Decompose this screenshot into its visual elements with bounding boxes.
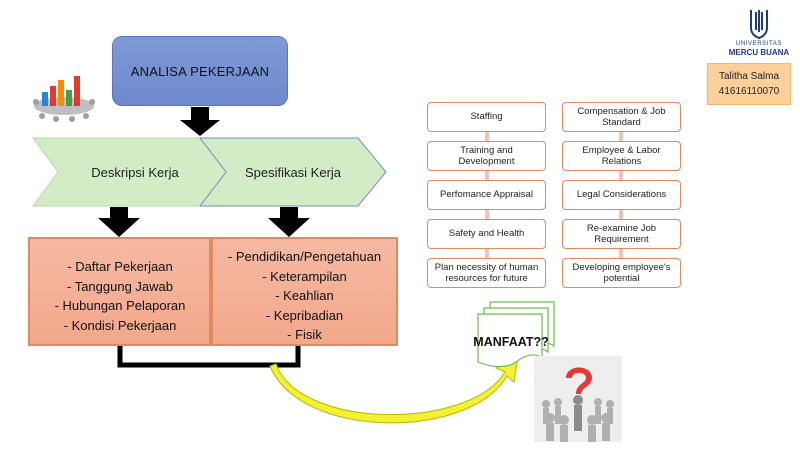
chevron-spesifikasi-label: Spesifikasi Kerja	[244, 164, 342, 180]
deskripsi-detail-box	[28, 237, 211, 346]
mercu-buana-logo-icon	[750, 10, 768, 40]
meeting-chart-clipart	[33, 76, 95, 122]
benefit-employee-relations: Employee & Labor Relations	[562, 141, 681, 171]
benefit-performance: Perfomance Appraisal	[427, 180, 546, 210]
list-item: - Hubungan Pelaporan	[54, 298, 186, 313]
list-item: - Tanggung Jawab	[66, 278, 173, 294]
manfaat-label: MANFAAT??	[473, 335, 549, 349]
list-item: - Keterampilan	[262, 268, 347, 284]
author-card: Talitha Salma 41616110070	[707, 63, 791, 105]
analisa-pekerjaan-label: ANALISA PEKERJAAN	[130, 63, 270, 79]
benefit-plan: Plan necessity of human resources for fu…	[427, 258, 546, 288]
author-id: 41616110070	[718, 86, 780, 97]
benefit-compensation: Compensation & Job Standard	[562, 102, 681, 132]
list-item: - Daftar Pekerjaan	[67, 259, 173, 274]
benefit-safety: Safety and Health	[427, 219, 546, 249]
spesifikasi-detail-box	[211, 237, 398, 346]
list-item: - Kepribadian	[265, 307, 344, 323]
benefit-legal: Legal Considerations	[562, 180, 681, 210]
deskripsi-items: - Daftar Pekerjaan - Tanggung Jawab - Hu…	[30, 257, 210, 335]
analisa-pekerjaan-box: ANALISA PEKERJAAN	[112, 36, 288, 106]
down-arrow-right	[268, 207, 310, 237]
benefit-staffing: Staffing	[427, 102, 546, 132]
list-item: - Keahlian	[275, 288, 334, 303]
curved-arrow	[269, 355, 519, 424]
list-item: - Fisik	[287, 327, 322, 342]
down-arrow-top	[180, 107, 220, 136]
author-name: Talitha Salma	[718, 71, 780, 82]
spesifikasi-items: - Pendidikan/Pengetahuan - Keterampilan …	[212, 247, 397, 345]
logo-university-text: UNIVERSITAS	[735, 41, 783, 47]
benefit-reexamine: Re-examine Job Requirement	[562, 219, 681, 249]
benefit-developing: Developing employee's potential	[562, 258, 681, 288]
bracket-under-boxes	[117, 344, 301, 368]
benefit-training: Training and Development	[427, 141, 546, 171]
logo-name-text: MERCU BUANA	[728, 48, 790, 57]
question-crowd-image	[534, 356, 622, 442]
chevron-deskripsi-label: Deskripsi Kerja	[91, 164, 179, 180]
down-arrow-left	[98, 207, 140, 237]
chevron-spesifikasi	[198, 137, 387, 207]
list-item: - Kondisi Pekerjaan	[63, 317, 177, 333]
list-item: - Pendidikan/Pengetahuan	[227, 249, 382, 264]
